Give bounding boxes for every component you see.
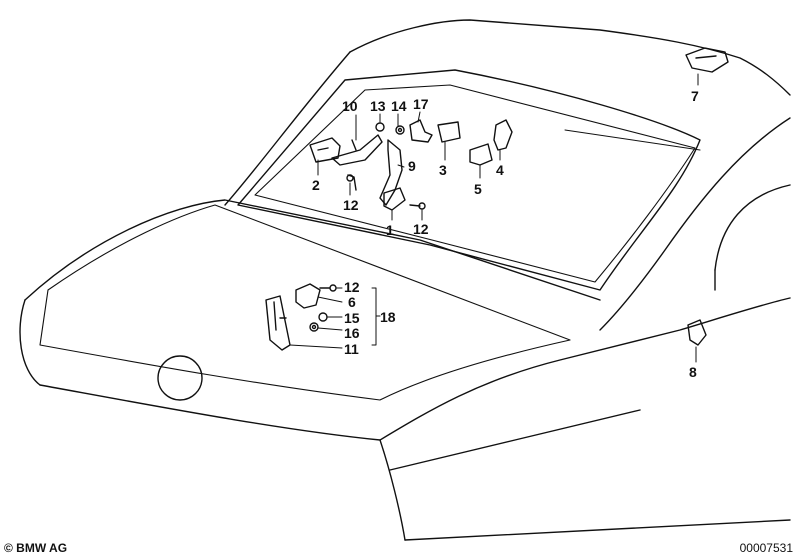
hinge-lever-part xyxy=(379,139,403,206)
screw-12-trunk xyxy=(319,284,337,292)
lower-hinge-part xyxy=(383,187,406,211)
callout-14: 14 xyxy=(391,98,407,114)
rear-window-frame xyxy=(237,69,701,291)
callout-18: 18 xyxy=(380,309,396,325)
trunk-hinge-plate xyxy=(265,295,291,351)
hinge-arm-part xyxy=(331,134,383,166)
bracket-part-5 xyxy=(469,143,493,166)
callout-4: 4 xyxy=(496,162,504,178)
bracket-part-3 xyxy=(437,121,461,143)
trunk-lock-circle xyxy=(157,355,203,401)
leader-lines xyxy=(289,73,699,363)
callout-12-trunk: 12 xyxy=(344,279,360,295)
part-7-clip xyxy=(685,47,729,73)
callout-labels: 1 2 3 4 5 6 7 8 9 10 11 12 12 12 13 14 1… xyxy=(312,88,699,380)
car-body-outline xyxy=(19,19,791,541)
callout-12-left: 12 xyxy=(343,197,359,213)
callout-5: 5 xyxy=(474,181,482,197)
screw-12-left xyxy=(346,174,357,191)
callout-11: 11 xyxy=(344,341,359,357)
callout-3: 3 xyxy=(439,162,447,178)
callout-1: 1 xyxy=(386,222,394,238)
callout-10: 10 xyxy=(342,98,358,114)
washer-14 xyxy=(395,125,405,135)
nut-16 xyxy=(309,322,319,332)
callout-6: 6 xyxy=(348,294,356,310)
trunk-lid-panel xyxy=(39,204,571,401)
trunk-hinge-bracket xyxy=(295,283,321,309)
reference-number: 00007531 xyxy=(739,541,793,555)
callout-7: 7 xyxy=(691,88,699,104)
washer-15 xyxy=(318,312,328,322)
bracket-part-17 xyxy=(409,119,433,143)
part-8-clip xyxy=(687,319,707,346)
callout-9: 9 xyxy=(408,158,416,174)
bracket-part-4 xyxy=(493,119,513,151)
callout-17: 17 xyxy=(413,96,429,112)
hinge-bracket-part xyxy=(309,137,341,163)
callout-2: 2 xyxy=(312,177,320,193)
callout-8: 8 xyxy=(689,364,697,380)
copyright-text: © BMW AG xyxy=(4,541,68,555)
screw-13 xyxy=(375,122,385,132)
screw-12-right xyxy=(409,202,426,210)
callout-13: 13 xyxy=(370,98,386,114)
callout-15: 15 xyxy=(344,310,360,326)
callout-16: 16 xyxy=(344,325,360,341)
callout-12-right: 12 xyxy=(413,221,429,237)
